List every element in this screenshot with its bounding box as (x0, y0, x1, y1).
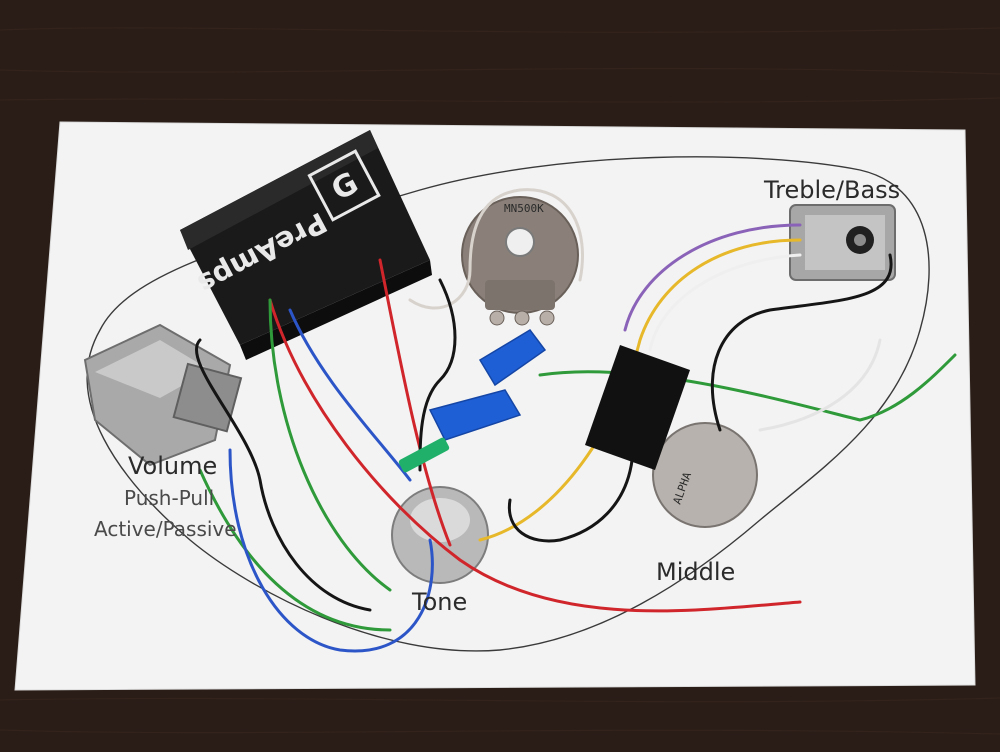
label-treble-bass: Treble/Bass (763, 176, 900, 204)
label-tone: Tone (411, 588, 467, 616)
wood-grain (0, 27, 1000, 735)
card-labels: Treble/Bass Volume Push-Pull Active/Pass… (94, 176, 900, 616)
brand-logo-icon (307, 149, 381, 222)
label-active-passive: Active/Passive (94, 517, 237, 541)
preamp-box: G PreAmps (180, 130, 432, 360)
middle-pot: ALPHA (652, 422, 758, 528)
volume-pot (83, 323, 243, 467)
label-push-pull: Push-Pull (124, 486, 214, 510)
top-pot-marking: MN500K (504, 202, 544, 215)
top-pot: MN500K (461, 196, 579, 326)
wire-bundle (195, 188, 957, 653)
label-middle: Middle (656, 558, 735, 586)
label-volume: Volume (128, 452, 217, 480)
blue-connectors (428, 329, 547, 441)
heat-shrink (585, 345, 690, 470)
treble-bass-pot (789, 204, 896, 281)
zip-tie (398, 437, 450, 473)
